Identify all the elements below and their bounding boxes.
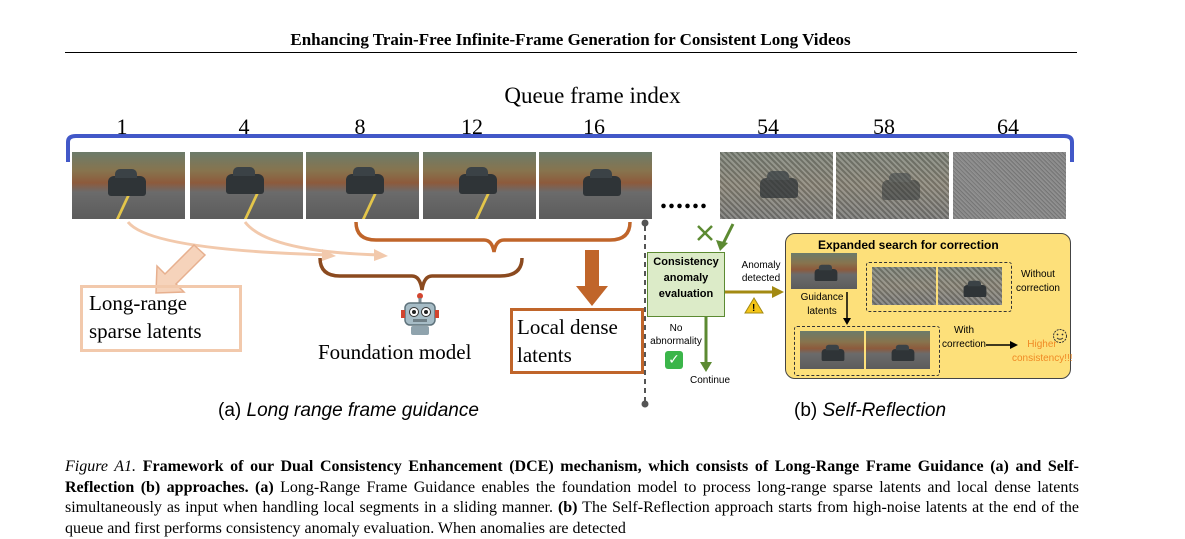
guidance-down-arrow: [843, 292, 851, 325]
caption-b-marker: (b): [557, 499, 578, 516]
running-head: Enhancing Train-Free Infinite-Frame Gene…: [290, 30, 851, 49]
header-rule: [65, 52, 1077, 53]
frame-index-4: 4: [238, 114, 250, 139]
sparse-arrow-1: [126, 220, 331, 257]
frame-index-64: 64: [997, 114, 1019, 139]
panel-a-title: Long range frame guidance: [246, 400, 479, 421]
caption-label: Figure A1.: [65, 458, 137, 475]
queue-bracket: [66, 134, 1074, 162]
guidance-latent-frame: [791, 253, 857, 289]
with-correction-frame-2: [866, 331, 930, 369]
frame-thumbnail-8: [306, 152, 419, 219]
continue-label: Continue: [690, 375, 731, 386]
frame-thumbnail-54: [720, 152, 833, 219]
localdense-arrow: [585, 250, 599, 286]
frame-index-12: 12: [461, 114, 483, 139]
frame-index-58: 58: [873, 114, 895, 139]
sparse-arrow-2: [243, 221, 383, 257]
with-correction-label: With correction: [942, 325, 986, 350]
panel-a-caption: (a) Long range frame guidance: [218, 400, 479, 422]
localdense-latents-box: Local dense latents: [510, 308, 644, 374]
foundation-brace: [318, 257, 524, 291]
figure-caption: Figure A1. Framework of our Dual Consist…: [65, 457, 1079, 539]
consistency-evaluation-box: Consistency anomaly evaluation: [647, 252, 725, 317]
svg-text:!: !: [752, 303, 755, 314]
frame-index-1: 1: [116, 114, 128, 139]
without-correction-frame-2: [938, 267, 1002, 305]
frame-thumbnail-1: [72, 152, 185, 219]
panel-b-prefix: (b): [794, 400, 823, 421]
anomaly-detected-label: Anomaly detected: [741, 260, 781, 284]
frame-thumbnail-4: [190, 152, 303, 219]
search-panel-title: Expanded search for correction: [818, 238, 999, 252]
without-correction-group: [866, 262, 1012, 312]
frame-index-16: 16: [583, 114, 605, 139]
caption-a-marker: (a): [255, 478, 274, 496]
frame-thumbnail-16: [539, 152, 652, 219]
tool-icon: [697, 225, 713, 241]
local-brace: [354, 221, 632, 253]
check-icon: ✓: [665, 351, 683, 369]
with-correction-group: [794, 326, 940, 376]
longrange-latents-box: Long-range sparse latents: [80, 285, 242, 352]
panel-b-title: Self-Reflection: [822, 400, 947, 421]
frame-thumbnail-64: [953, 152, 1066, 219]
caption-a-text: Long-Range Frame Guidance enables the fo…: [65, 478, 1080, 517]
happy-face-icon: [1053, 329, 1067, 343]
correction-arrow: [986, 341, 1018, 349]
foundation-model-label: Foundation model: [318, 340, 472, 364]
no-abnormality-label: No abnormality: [650, 323, 702, 347]
panel-b-caption: (b) Self-Reflection: [794, 400, 946, 422]
robot-icon: [401, 293, 439, 335]
frame-thumbnail-58: [836, 152, 949, 219]
queue-title: Queue frame index: [504, 83, 681, 108]
panel-a-prefix: (a): [218, 400, 247, 421]
with-correction-frame-1: [800, 331, 864, 369]
frame-index-8: 8: [354, 114, 366, 139]
warning-icon: [744, 297, 764, 314]
frame-thumbnail-12: [423, 152, 536, 219]
without-correction-label: Without correction: [1016, 269, 1060, 294]
frame-index-54: 54: [757, 114, 779, 139]
higher-consistency-label: Higher consistency!!!: [1012, 339, 1073, 364]
queue-ellipsis: ......: [660, 184, 708, 215]
without-correction-frame-1: [872, 267, 936, 305]
caption-bold-text: Framework of our Dual Consistency Enhanc…: [65, 458, 1079, 496]
guidance-latents-label: Guidance latents: [800, 292, 844, 317]
